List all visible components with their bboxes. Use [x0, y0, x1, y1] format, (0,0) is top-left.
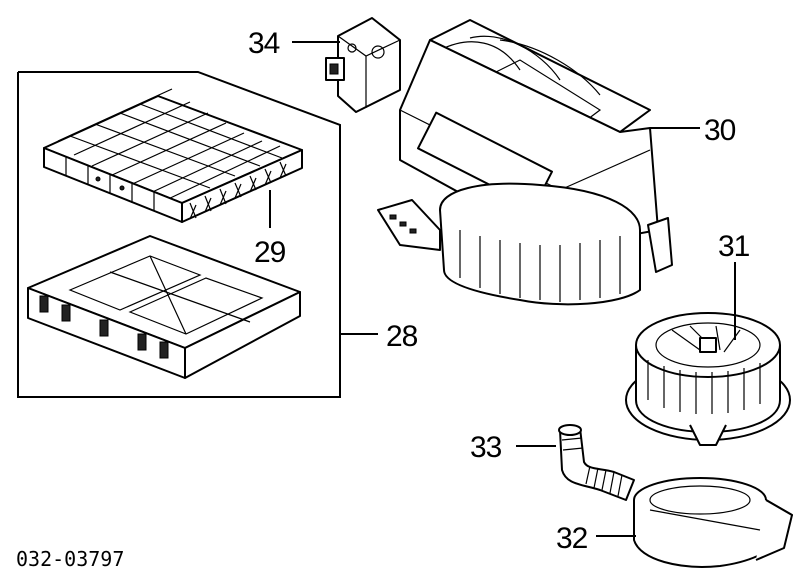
blower-lower-case — [633, 477, 793, 568]
callout-33: 33 — [470, 431, 502, 464]
filter-frame — [27, 235, 301, 379]
callout-30: 30 — [704, 114, 736, 147]
blower-housing-assembly — [377, 19, 673, 306]
cabin-filter-element — [43, 88, 303, 223]
callout-32: 32 — [556, 522, 588, 555]
blower-motor-fan — [625, 312, 791, 446]
motor-cooling-hose — [558, 424, 635, 501]
diagram-reference-code: 032-03797 — [16, 547, 124, 571]
leader-lines — [269, 41, 736, 537]
callout-28: 28 — [386, 320, 418, 353]
filter-kit-box — [17, 71, 341, 398]
blower-resistor-module — [325, 17, 401, 113]
callout-29: 29 — [254, 236, 286, 269]
callout-31: 31 — [718, 230, 750, 263]
callout-34: 34 — [248, 27, 280, 60]
